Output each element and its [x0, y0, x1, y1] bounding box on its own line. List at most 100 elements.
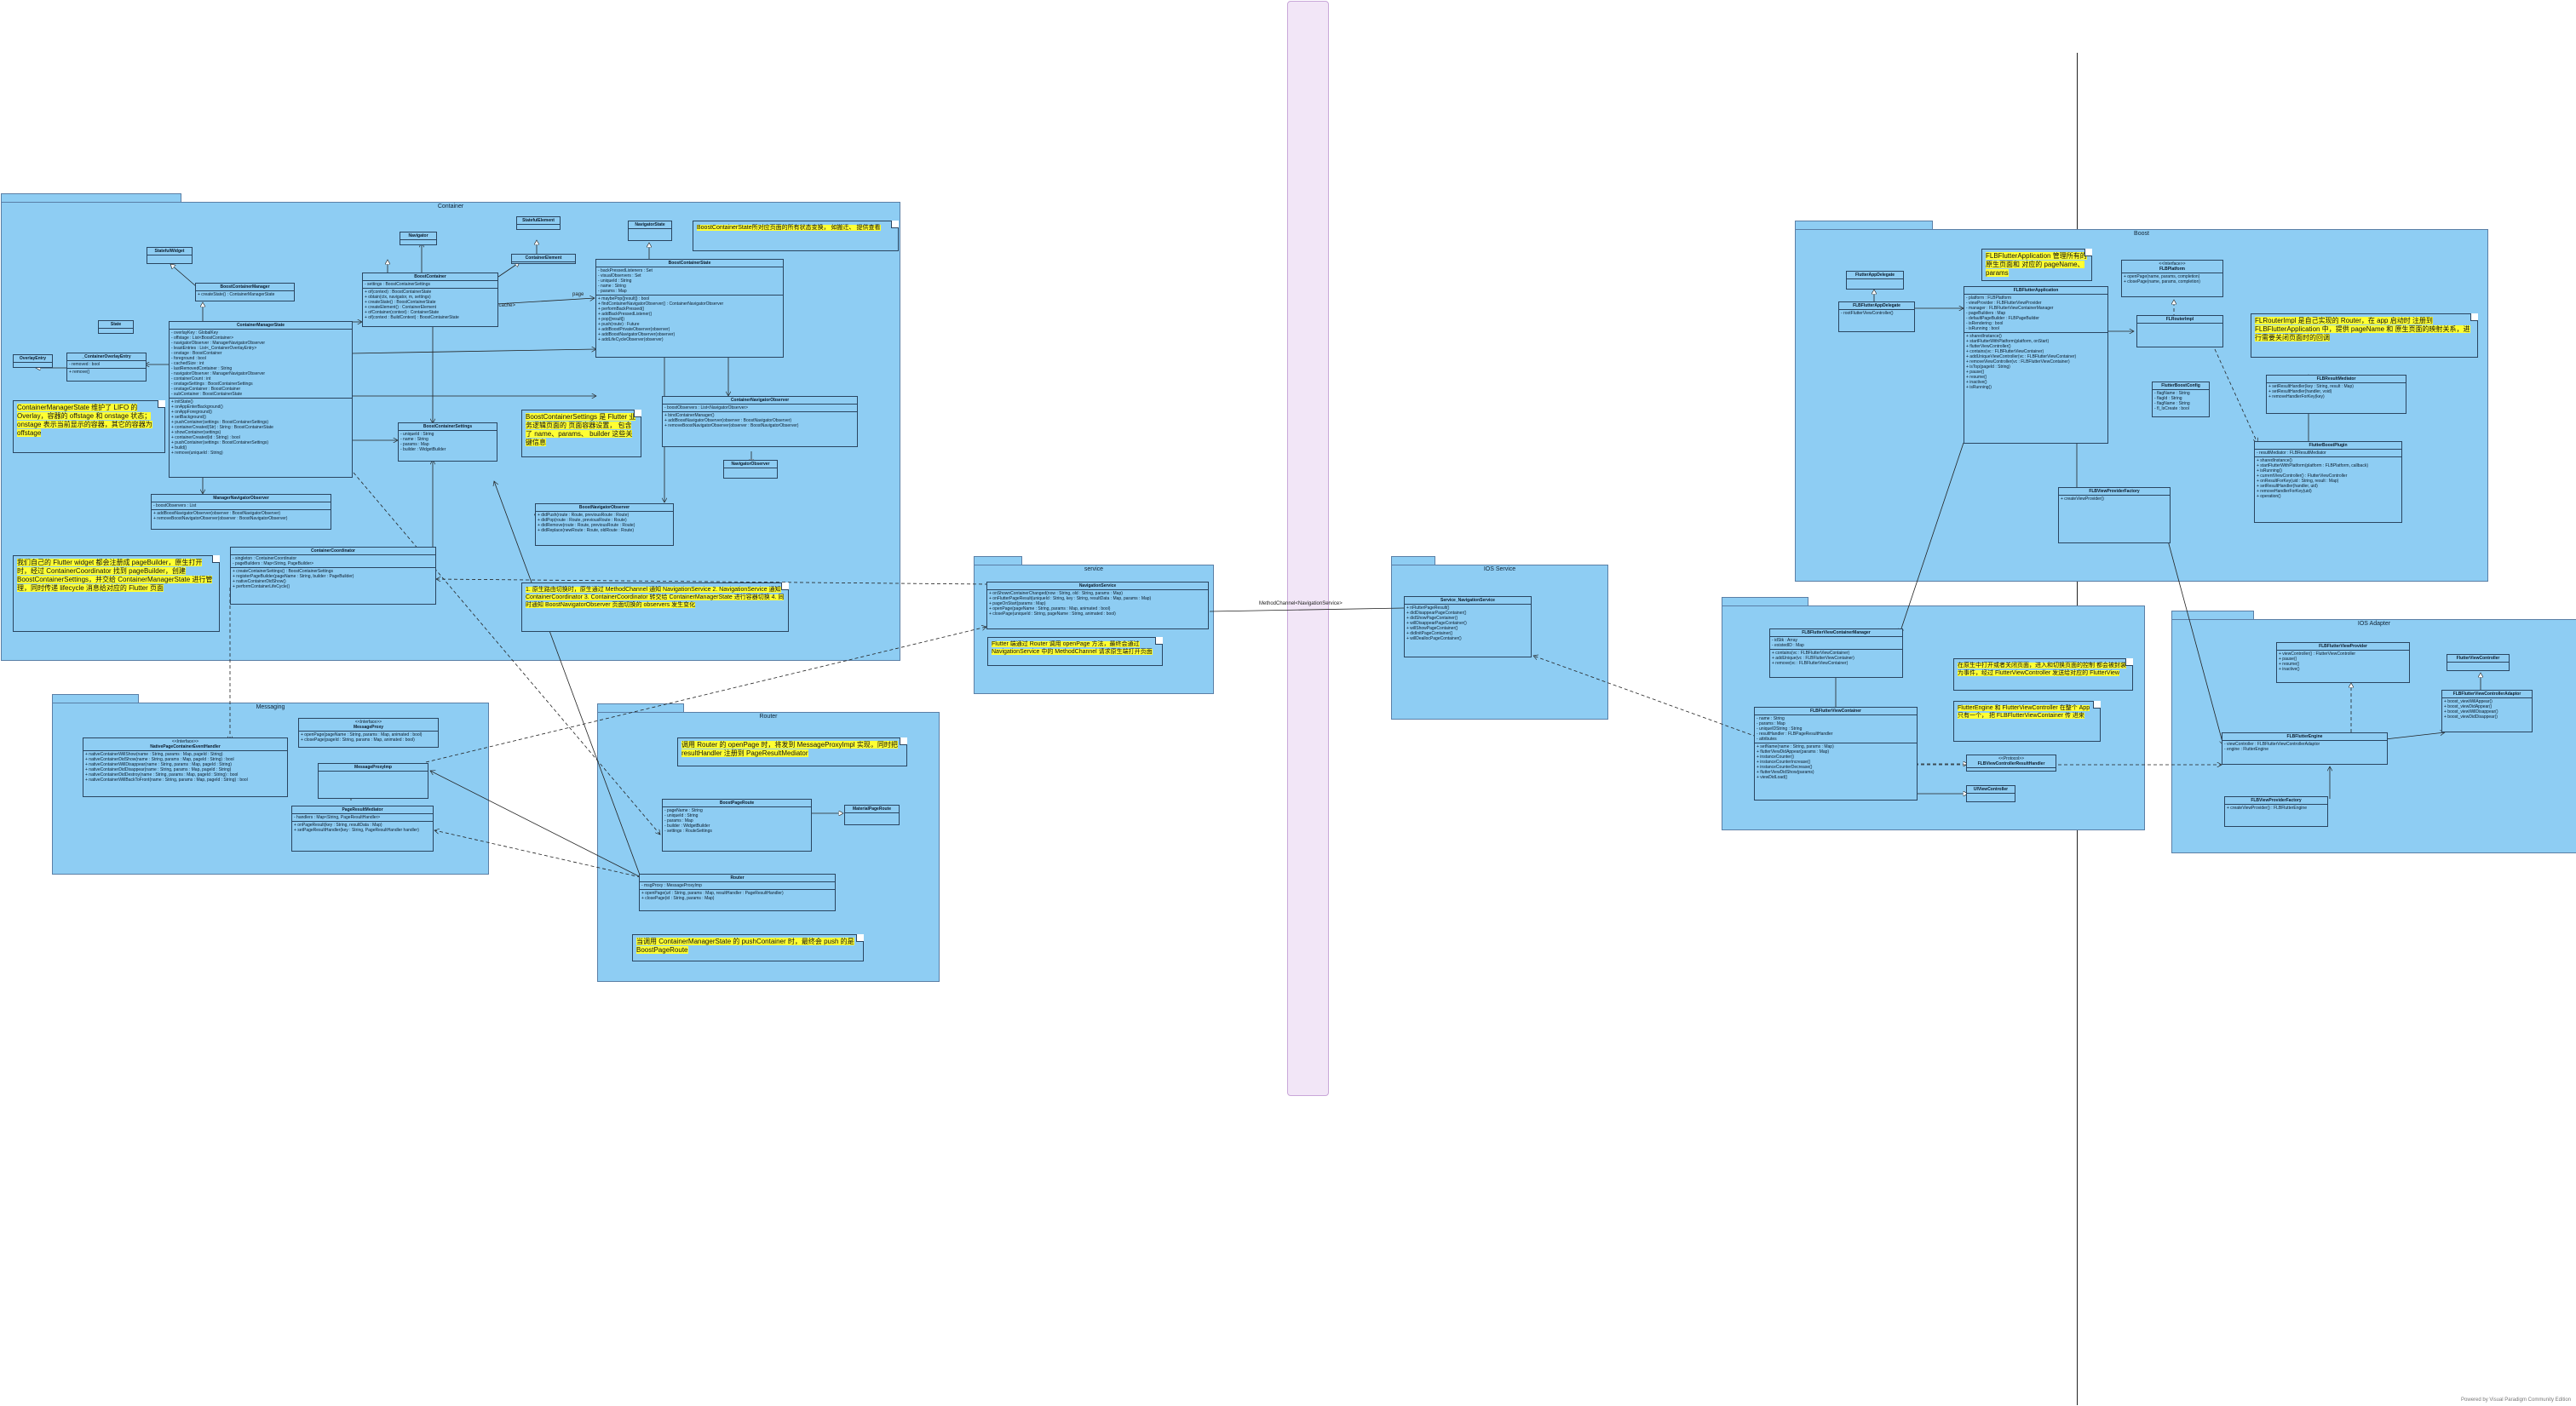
attr-line: - foreground : bool: [171, 356, 206, 361]
class-boost-container[interactable]: BoostContainer - settings : BoostContain…: [362, 273, 498, 327]
router-package-title: Router: [759, 714, 778, 720]
class-name: BoostContainer: [363, 273, 497, 281]
op-line: + openPage(pageName : String, params : M…: [989, 606, 1111, 611]
attr-line: - uniqueId : String: [598, 278, 632, 284]
op-line: + openPage(url : String, params : Map, r…: [641, 891, 784, 896]
op-line: + onShownContainerChanged(now : String, …: [989, 591, 1123, 596]
class-manager-navigator-observer[interactable]: ManagerNavigatorObserver - boostObserver…: [151, 494, 331, 530]
class-flutter-app-delegate[interactable]: FlutterAppDelegate: [1846, 271, 1904, 290]
class-message-proxy[interactable]: <<Interface>>MessageProxy + openPage(pag…: [298, 718, 439, 748]
class-navigator-observer[interactable]: NavigatorObserver: [723, 460, 778, 479]
op-line: + createState() : ContainerManagerState: [198, 292, 275, 297]
attr-line: - attributes: [1757, 737, 1777, 742]
attr-line: - flagName : String: [2154, 391, 2190, 396]
op-line: + boost_viewWillDisappear(): [2444, 709, 2498, 714]
class-flb-view-provider-factory-2[interactable]: FLBViewProviderFactory + createViewProvi…: [2224, 796, 2328, 827]
ios-adapter-package-tab: [2171, 611, 2254, 620]
class-name: Service_NavigationService: [1405, 597, 1531, 605]
class-state[interactable]: State: [98, 320, 134, 334]
op-line: + didPush(route : Route, previousRoute :…: [538, 513, 630, 518]
class-message-proxy-imp[interactable]: MessageProxyImp: [318, 763, 428, 799]
class-flb-flutter-view-controller-adaptor[interactable]: FLBFlutterViewControllerAdaptor + boost_…: [2441, 690, 2533, 732]
class-boost-container-settings[interactable]: BoostContainerSettings - uniqueId : Stri…: [398, 422, 497, 462]
class-flb-flutter-application[interactable]: FLBFlutterApplication - platform : FLBPl…: [1964, 286, 2108, 444]
op-line: + resume(): [1966, 375, 1987, 380]
class-flb-platform[interactable]: <<Interface>>FLBPlatform + openPage(name…: [2121, 260, 2223, 297]
op-line: + createState() : BoostContainerState: [365, 300, 436, 305]
op-line: + nativeContainerDidDestroy(name : Strin…: [85, 772, 239, 778]
class-name: ContainerElement: [512, 255, 575, 262]
class-navigation-service[interactable]: NavigationService + onShownContainerChan…: [986, 582, 1209, 629]
op-line: + obtain(ctx, navigator, m, settings): [365, 295, 431, 300]
class-flb-flutter-app-delegate[interactable]: FLBFlutterAppDelegate - rootFlutterViewC…: [1838, 301, 1915, 332]
op-line: + isTop(pageId : String): [1966, 364, 2010, 370]
attr-line: - settings : BoostContainerSettings: [365, 282, 430, 287]
class-flb-flutter-engine[interactable]: FLBFlutterEngine - viewController : FLBF…: [2222, 732, 2388, 765]
class-native-page-container-event-handler[interactable]: <<Interface>>NativePageContainerEventHan…: [83, 737, 288, 797]
op-line: + instanceCounterDecrease(): [1757, 765, 1813, 770]
class-flb-flutter-view-container-manager[interactable]: FLBFlutterViewContainerManager - idStk :…: [1769, 628, 1903, 678]
attr-line: - resultHandler : FLBPageResultHandler: [1757, 732, 1833, 737]
class-boost-container-state[interactable]: BoostContainerState - backPressedListene…: [595, 259, 784, 358]
class-name: BoostContainerSettings: [399, 423, 497, 431]
class-ui-view-controller[interactable]: UIViewController: [1966, 785, 2015, 802]
class-container-navigator-observer[interactable]: ContainerNavigatorObserver - boostObserv…: [662, 396, 858, 447]
note-text: 在原生中打开或者关闭页面，进入和切换页面的控制 都会被封装为事件，经过 Flut…: [1958, 663, 2126, 676]
class-flb-result-mediator[interactable]: FLBResultMediator + setResultHandler(key…: [2266, 375, 2406, 414]
note-container-manager-state: ContainerManagerState 维护了 LIFO 的 Overlay…: [13, 400, 165, 453]
class-name: MessageProxyImp: [319, 764, 428, 772]
op-line: + onAppForeground(): [171, 410, 212, 415]
class-service-navigation-service[interactable]: Service_NavigationService + nFlutterPage…: [1404, 596, 1532, 657]
class-navigator-state[interactable]: NavigatorState: [628, 221, 672, 241]
class-name: ContainerNavigatorObserver: [663, 397, 857, 405]
class-stateful-widget[interactable]: StatefulWidget: [147, 247, 193, 264]
class-container-overlay-entry[interactable]: _ContainerOverlayEntry - removed : bool …: [66, 353, 147, 382]
op-line: + setResultHandler(handler, void): [2268, 389, 2332, 394]
class-boost-container-manager[interactable]: BoostContainerManager + createState() : …: [195, 283, 295, 301]
class-name: Router: [640, 875, 835, 882]
class-stateful-element[interactable]: StatefulElement: [516, 216, 561, 230]
class-flb-view-controller-result-handler[interactable]: <<Protocol>>FLBViewControllerResultHandl…: [1966, 755, 2056, 772]
class-container-manager-state[interactable]: ContainerManagerState - overlayKey : Glo…: [169, 321, 353, 478]
class-flb-view-provider-factory[interactable]: FLBViewProviderFactory + createViewProvi…: [2058, 487, 2171, 543]
class-flutter-boost-config[interactable]: FlutterBoostConfig - flagName : String -…: [2152, 382, 2210, 417]
class-overlay-entry[interactable]: OverlayEntry: [13, 354, 53, 368]
class-page-result-mediator[interactable]: PageResultMediator - handlers : Map<Stri…: [291, 806, 434, 852]
class-fl-router-impl[interactable]: FLRouterImpl: [2136, 315, 2223, 347]
class-material-page-route[interactable]: MaterialPageRoute: [844, 805, 900, 825]
class-container-coordinator[interactable]: ContainerCoordinator - singleton : Conta…: [230, 547, 436, 605]
op-line: + pageOnStart(params : Map): [989, 601, 1046, 606]
op-line: + setName(name : String, params : Map): [1757, 744, 1834, 749]
class-container-element[interactable]: ContainerElement: [511, 254, 576, 264]
attr-line: - name : String: [1757, 716, 1785, 721]
service-package-title: service: [1084, 566, 1104, 572]
op-line: + closePage(uniqueId : String, pageName …: [989, 611, 1116, 617]
op-line: + addBoostPrivateObserver(observer): [598, 327, 670, 332]
edge-boostcontainer-state-cache: [495, 298, 595, 305]
stereotype: <<Protocol>>: [1998, 756, 2025, 761]
class-name: NavigationService: [987, 582, 1208, 590]
attr-line: - viewProvider : FLBFlutterViewProvider: [1966, 301, 2042, 306]
attr-line: - pageBuilders : Map: [1966, 311, 2006, 316]
class-boost-navigator-observer[interactable]: BoostNavigatorObserver + didPush(route :…: [535, 503, 674, 546]
class-navigator[interactable]: Navigator: [400, 232, 437, 245]
attr-line: - params : Map: [664, 818, 693, 824]
class-flutter-boost-plugin[interactable]: FlutterBoostPlugin - resultMediator : FL…: [2254, 441, 2402, 523]
op-line: + nativeContainerWillShow(name : String,…: [85, 752, 223, 757]
op-line: + onFlutterPageResult(uniqueId : String,…: [989, 596, 1152, 601]
op-line: + nativeContainerDidShow(): [233, 579, 286, 584]
class-boost-page-route[interactable]: BoostPageRoute - pageName : String - uni…: [662, 799, 812, 852]
op-line: + flutterViewController(): [1966, 344, 2011, 349]
op-line: + remove(): [69, 370, 90, 375]
messaging-package-tab: [52, 694, 139, 703]
op-line: + instanceCounter(): [1757, 755, 1795, 760]
class-router[interactable]: Router - msgProxy : MessageProxyImp + op…: [639, 874, 836, 911]
class-name: FLBFlutterEngine: [2222, 733, 2387, 741]
op-line: + bindContainerManager(): [664, 413, 715, 418]
class-flutter-view-controller[interactable]: FlutterViewController: [2447, 654, 2510, 671]
class-flb-flutter-view-container[interactable]: FLBFlutterViewContainer - name : String …: [1754, 707, 1918, 801]
op-line: + of(context) : BoostContainerState: [365, 290, 432, 295]
ios-service-package-tab: [1391, 556, 1435, 565]
attr-line: - onstageContainer : BoostContainer: [171, 387, 241, 392]
class-flb-flutter-view-provider[interactable]: FLBFlutterViewProvider + viewController(…: [2276, 642, 2410, 683]
